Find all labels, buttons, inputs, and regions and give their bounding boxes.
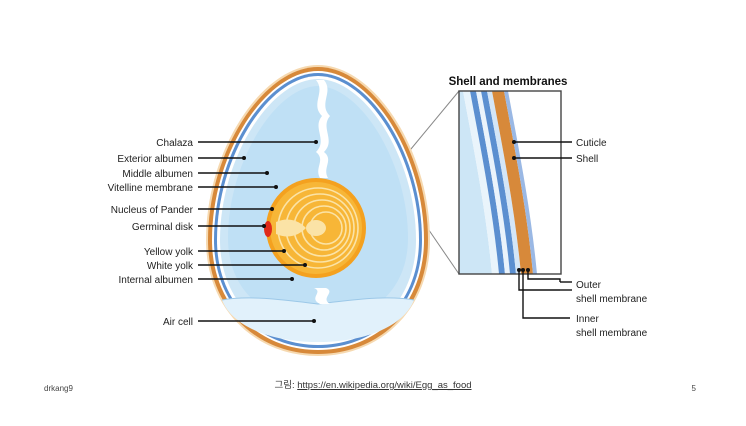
label-shell: Shell	[576, 154, 598, 165]
label-inner-line1: Inner	[576, 314, 599, 325]
egg	[206, 65, 430, 356]
inset-panel	[459, 91, 561, 274]
label-internal-albumen: Internal albumen	[119, 275, 194, 286]
footer-author: drkang9	[44, 384, 73, 393]
label-nucleus-of-pander: Nucleus of Pander	[111, 205, 194, 216]
label-middle-albumen: Middle albumen	[122, 169, 193, 180]
inset-title: Shell and membranes	[449, 76, 568, 88]
label-vitelline-membrane: Vitelline membrane	[108, 183, 194, 194]
label-cuticle: Cuticle	[576, 138, 607, 149]
label-inner-line2: shell membrane	[576, 328, 648, 339]
leader-dots-right	[512, 140, 530, 272]
page-number: 5	[691, 384, 696, 393]
caption-prefix: 그림:	[274, 380, 298, 391]
leader-lines-left	[198, 141, 316, 322]
caption-link[interactable]: https://en.wikipedia.org/wiki/Egg_as_foo…	[297, 380, 472, 391]
air-cell	[222, 297, 414, 342]
inset-connector-top	[405, 90, 460, 156]
label-germinal-disk: Germinal disk	[132, 222, 194, 233]
label-chalaza: Chalaza	[156, 138, 193, 149]
leader-dots-left	[242, 140, 318, 323]
latebra	[276, 219, 306, 237]
label-exterior-albumen: Exterior albumen	[117, 154, 193, 165]
label-white-yolk: White yolk	[147, 261, 194, 272]
label-outer-line2: shell membrane	[576, 294, 648, 305]
chalaza-top	[316, 80, 330, 178]
label-yellow-yolk: Yellow yolk	[144, 247, 194, 258]
leader-lines-right	[514, 141, 572, 319]
germinal-disk	[264, 221, 272, 237]
inset-frame	[458, 90, 562, 275]
label-outer-line1: Outer	[576, 280, 602, 291]
chalaza-bottom	[314, 288, 330, 304]
label-air-cell: Air cell	[163, 317, 193, 328]
figure-caption: 그림: https://en.wikipedia.org/wiki/Egg_as…	[0, 377, 746, 391]
